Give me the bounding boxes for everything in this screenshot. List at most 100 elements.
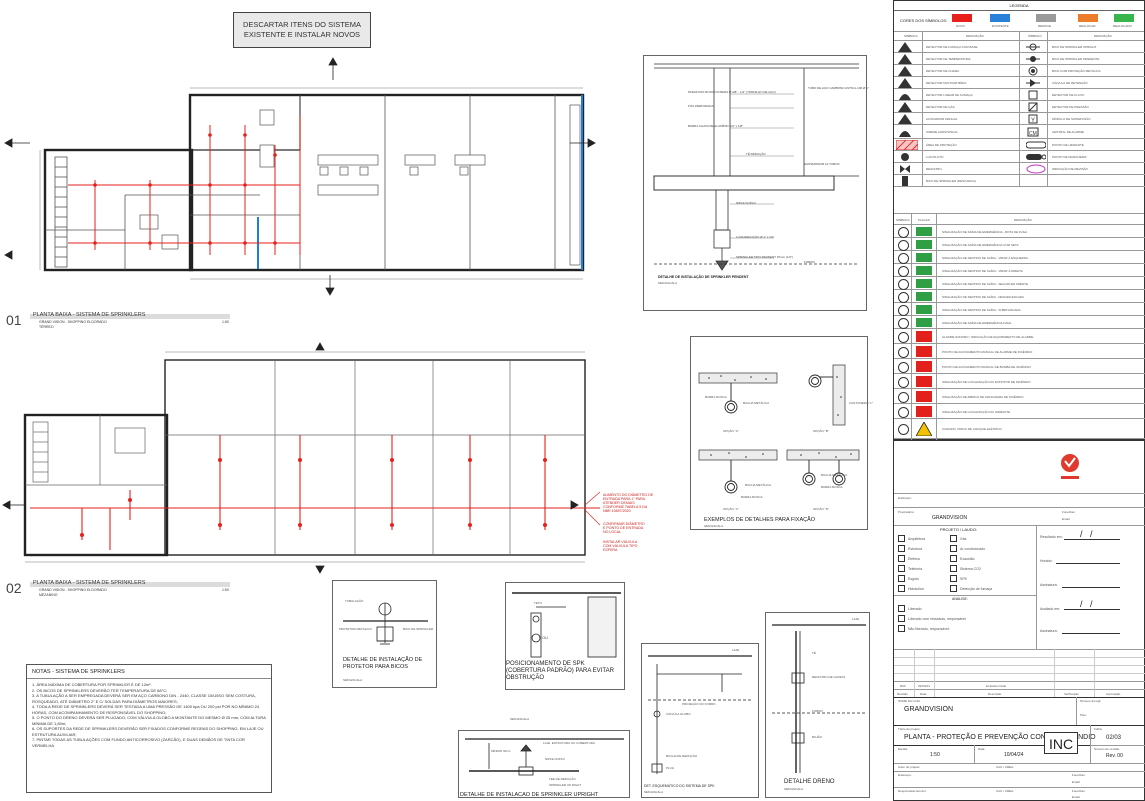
note-item: 1. ÁREA MÁXIMA DE COBERTURA POR SPRINKLE… bbox=[32, 682, 152, 687]
plate-swatch bbox=[916, 266, 932, 275]
plate-swatch bbox=[916, 305, 932, 314]
schematic-drawing bbox=[648, 655, 752, 774]
swatch-existing bbox=[990, 14, 1010, 22]
spk-title: POSICIONAMENTO DE SPK (COBERTURA PADRÃO)… bbox=[506, 661, 614, 681]
pilot-light-icon bbox=[901, 153, 909, 161]
note-item: 2. OS BICOS DE SPRINKLERS DEVERÃO TER TE… bbox=[32, 687, 168, 693]
plate-icon bbox=[898, 347, 909, 358]
checkbox-arquitetura[interactable] bbox=[898, 535, 905, 542]
protected-sprinkler-icon bbox=[1028, 66, 1038, 76]
note-item: 4. TODA A REDE DE SPRINKLERS DEVERÁ SER … bbox=[32, 704, 260, 715]
fixation-title: EXEMPLOS DE DETALHES PARA FIXAÇÃO bbox=[704, 517, 816, 523]
date-blank-2: / / bbox=[1080, 599, 1093, 609]
note-item: 7. PINTAR TODAS AS TUBULAÇÕES COM FUNDO … bbox=[32, 737, 245, 748]
legend-title: LEGENDA bbox=[894, 1, 1144, 11]
swatch-remove bbox=[1036, 14, 1056, 22]
upright-drawing bbox=[465, 738, 624, 776]
plate-icon bbox=[898, 392, 909, 403]
plate-icon bbox=[898, 332, 909, 343]
sheet-number: 02/03 bbox=[1106, 735, 1122, 741]
detail-protector: TUBULAÇÃO PROTETOR METÁLICO BICO DE SPRI… bbox=[332, 580, 437, 688]
pipe-annotation-3: INSTALAR VÁLVULA COM VÁLVULA TIPO ESFERA bbox=[603, 540, 638, 552]
note-item: 5. O PONTO DO DRENO DEVERÁ SER PLUGADO, … bbox=[32, 715, 266, 726]
multi-detector-icon bbox=[898, 78, 912, 88]
checkbox-liberado[interactable] bbox=[898, 605, 905, 612]
svg-text:Y: Y bbox=[1031, 118, 1035, 124]
checkbox-gas[interactable] bbox=[950, 535, 957, 542]
pipe-annotation-2: CONFIRMAR DIÂMETRO E PONTO DE ENTRADA NO… bbox=[603, 522, 645, 534]
discipline-box bbox=[1044, 732, 1078, 754]
checkbox-spk[interactable] bbox=[950, 575, 957, 582]
plate-swatch bbox=[916, 391, 932, 402]
plate-icon bbox=[898, 424, 909, 435]
store-name: GRANDVISION bbox=[904, 706, 954, 713]
plan-01-level: TÉRREO bbox=[39, 325, 54, 329]
checkbox-nao-liberado[interactable] bbox=[898, 625, 905, 632]
revision-number: Rev. 00 bbox=[1106, 753, 1123, 759]
sprinkler-head-icon bbox=[902, 176, 908, 186]
pressure-detector-icon bbox=[1028, 102, 1038, 112]
plan-02-number: 02 bbox=[6, 580, 22, 596]
drawing-scale: 1:50 bbox=[930, 752, 940, 758]
linear-detector-icon bbox=[899, 94, 911, 100]
plate-swatch bbox=[916, 346, 932, 357]
upright-title: DETALHE DE INSTALACAO DE SPRINKLER UPRIG… bbox=[460, 792, 599, 798]
pendent-drawing bbox=[653, 63, 859, 271]
detail-fixation: BUCHA METÁLICA BARRA ROSCA CANTONEIRA "L… bbox=[690, 336, 873, 530]
plate-swatch bbox=[916, 253, 932, 262]
checkbox-esgoto[interactable] bbox=[898, 575, 905, 582]
plates-rows: SINALIZAÇÃO DE SAÍDA DE EMERGÊNCIA - ROT… bbox=[894, 225, 1145, 441]
checkbox-ar-condicionado[interactable] bbox=[950, 545, 957, 552]
checkbox-telefonia[interactable] bbox=[898, 565, 905, 572]
checkbox-hidraulica[interactable] bbox=[898, 585, 905, 592]
gas-detector-icon bbox=[898, 102, 912, 112]
schematic-scale: SEM ESCALA bbox=[644, 790, 664, 794]
checkbox-sistema-co2[interactable] bbox=[950, 565, 957, 572]
plan-02-level: MEZANINO bbox=[39, 593, 58, 597]
banner-text: DESCARTAR ITENS DO SISTEMA EXISTENTE E I… bbox=[242, 20, 362, 39]
replacement-banner: DESCARTAR ITENS DO SISTEMA EXISTENTE E I… bbox=[233, 12, 371, 48]
spk-scale: SEM ESCALA bbox=[510, 717, 530, 721]
protector-title: DETALHE DE INSTALAÇÃO DE PROTETOR PARA B… bbox=[343, 657, 423, 670]
plate-icon bbox=[898, 318, 909, 329]
plan-01-title: PLANTA BAIXA - SISTEMA DE SPRINKLERS bbox=[33, 312, 146, 318]
spk-drawing bbox=[512, 592, 621, 658]
plate-swatch bbox=[916, 406, 932, 417]
plan-02-title-bar bbox=[30, 582, 230, 587]
audio-visual-siren-icon bbox=[899, 131, 911, 137]
plate-swatch bbox=[916, 279, 932, 288]
plate-icon bbox=[898, 377, 909, 388]
warning-icon bbox=[916, 422, 932, 436]
swatch-new bbox=[952, 14, 972, 22]
plate-swatch bbox=[916, 361, 932, 372]
checkbox-exaustao[interactable] bbox=[950, 555, 957, 562]
plan-02-subtitle: GRAND VISION - SHOPPING ELDORADO bbox=[39, 588, 107, 592]
check-valve-icon bbox=[1026, 79, 1040, 87]
svg-text:CM: CM bbox=[1029, 131, 1037, 137]
plates-header: SÍMBOLO PLACAS DESCRIÇÃO bbox=[894, 213, 1144, 225]
fixation-scale: SEM ESCALA bbox=[704, 524, 724, 528]
detail-schematic: LAJE PROJEÇÃO DO FORRO VÁLVULA GLOBO BUC… bbox=[641, 643, 759, 798]
plate-icon bbox=[898, 266, 909, 277]
notes-box: NOTAS - SISTEMA DE SPRINKLERS 1. ÁREA MÁ… bbox=[26, 664, 272, 793]
plate-icon bbox=[898, 305, 909, 316]
legend-panel: LEGENDA CORES DOS SÍMBOLOS: NOVO EXISTEN… bbox=[893, 0, 1145, 441]
smoke-detector-icon bbox=[898, 42, 912, 52]
legend-colors-row: CORES DOS SÍMBOLOS: NOVO EXISTENTE REMOV… bbox=[894, 10, 1144, 32]
manual-call-point-icon bbox=[898, 114, 912, 124]
drain-scale: SEM ESCALA bbox=[784, 787, 804, 791]
swatch-relocate bbox=[1078, 14, 1098, 22]
detail-drain: LAJE REGISTRO DE GAVETA BUJÃO TÊ FORRO D… bbox=[765, 612, 870, 798]
floor-plan-01 bbox=[4, 57, 596, 296]
notes-title: NOTAS - SISTEMA DE SPRINKLERS bbox=[27, 665, 271, 679]
checkbox-deteccao-fumaca[interactable] bbox=[950, 585, 957, 592]
checkbox-estrutura[interactable] bbox=[898, 545, 905, 552]
plate-swatch bbox=[916, 240, 932, 249]
checkbox-liberado-ressalvas[interactable] bbox=[898, 615, 905, 622]
plate-icon bbox=[898, 407, 909, 418]
legend-symbol-rows: DETECTOR DE FUMAÇA COM BASE BICO DE SPRI… bbox=[894, 41, 1145, 187]
discipline-code: INC bbox=[1049, 736, 1074, 752]
upright-sprinkler-icon bbox=[1026, 43, 1040, 51]
checkbox-eletrica[interactable] bbox=[898, 555, 905, 562]
drawing-date: 10/04/24 bbox=[1004, 752, 1024, 758]
